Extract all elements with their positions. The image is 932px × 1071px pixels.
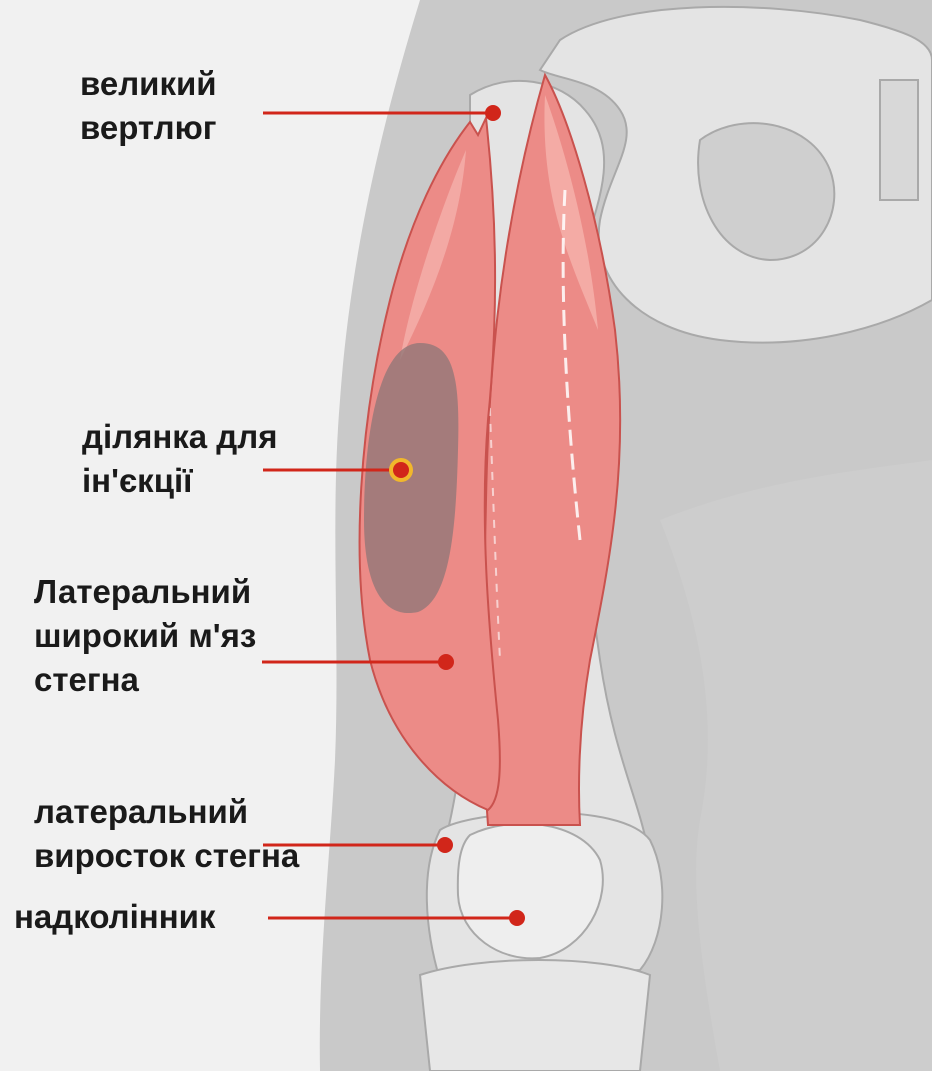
label-injection-site-line-2: ін'єкції	[82, 459, 277, 503]
marker-dot-vastus-lateralis	[438, 654, 454, 670]
label-vastus-lateralis-line-1: Латеральний	[34, 570, 256, 614]
tibia-bone	[420, 960, 650, 1071]
label-injection-site: ділянка для ін'єкції	[82, 415, 277, 503]
label-patella: надколінник	[14, 895, 215, 939]
label-greater-trochanter: великий вертлюг	[80, 62, 217, 150]
label-vastus-lateralis-line-3: стегна	[34, 658, 256, 702]
label-vastus-lateralis-line-2: широкий м'яз	[34, 614, 256, 658]
marker-dot-greater-trochanter	[485, 105, 501, 121]
label-lateral-condyle-line-1: латеральний	[34, 790, 299, 834]
marker-dot-injection-site	[393, 462, 409, 478]
label-injection-site-line-1: ділянка для	[82, 415, 277, 459]
marker-dot-lateral-condyle	[437, 837, 453, 853]
marker-dot-patella	[509, 910, 525, 926]
label-patella-line-1: надколінник	[14, 895, 215, 939]
pubic-symphysis	[880, 80, 918, 200]
label-greater-trochanter-line-1: великий	[80, 62, 217, 106]
label-greater-trochanter-line-2: вертлюг	[80, 106, 217, 150]
label-lateral-condyle: латеральний виросток стегна	[34, 790, 299, 878]
label-vastus-lateralis: Латеральний широкий м'яз стегна	[34, 570, 256, 702]
label-lateral-condyle-line-2: виросток стегна	[34, 834, 299, 878]
